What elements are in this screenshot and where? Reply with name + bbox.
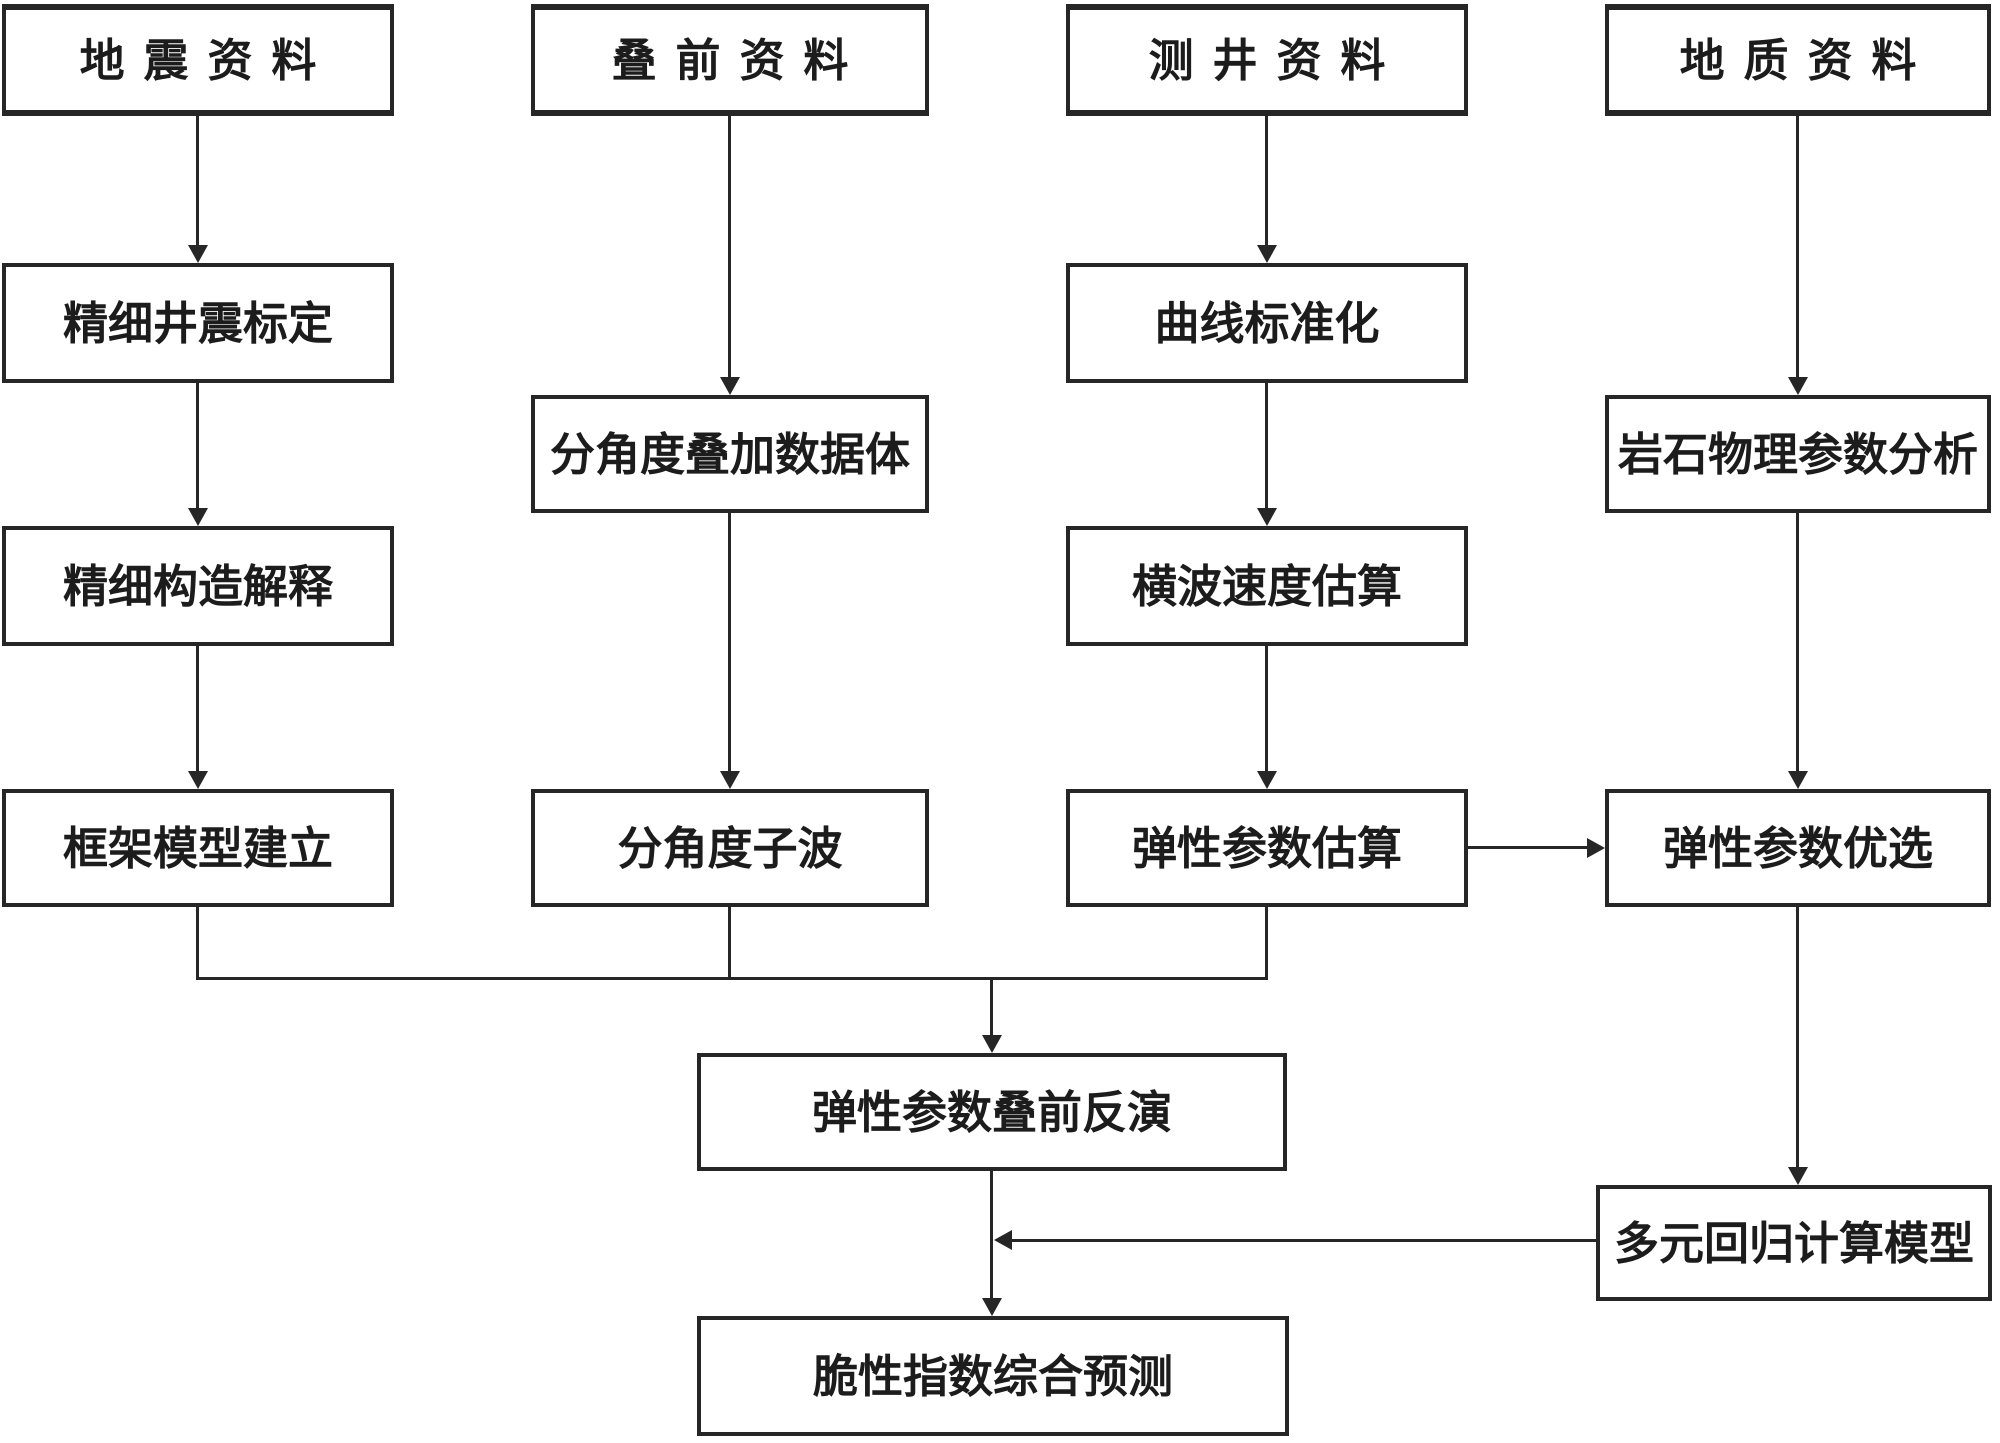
node-brittleness-index-prediction: 脆性指数综合预测 — [697, 1316, 1289, 1436]
node-fine-structure-interpretation: 精细构造解释 — [2, 526, 394, 646]
arrow-head — [982, 1298, 1002, 1316]
connector-line — [196, 116, 199, 246]
connector-line — [728, 513, 731, 772]
node-prestack-data: 叠前资料 — [531, 4, 929, 116]
node-seismic-data: 地震资料 — [2, 4, 394, 116]
connector-line — [196, 907, 199, 980]
arrow-head — [994, 1230, 1012, 1250]
arrow-head — [1257, 508, 1277, 526]
arrow-head — [1257, 245, 1277, 263]
arrow-head — [1788, 1167, 1808, 1185]
connector-line — [1796, 116, 1799, 378]
node-framework-model-building: 框架模型建立 — [2, 789, 394, 907]
connector-line — [728, 116, 731, 378]
arrow-head — [1257, 771, 1277, 789]
arrow-head — [188, 771, 208, 789]
node-rock-physics-analysis: 岩石物理参数分析 — [1605, 395, 1991, 513]
connector-line — [990, 1171, 993, 1299]
node-prestack-elastic-inversion: 弹性参数叠前反演 — [697, 1053, 1287, 1171]
arrow-head — [188, 508, 208, 526]
arrow-head — [720, 377, 740, 395]
node-curve-normalization: 曲线标准化 — [1066, 263, 1468, 383]
arrow-head — [1788, 377, 1808, 395]
arrow-head — [982, 1035, 1002, 1053]
connector-line — [196, 977, 1268, 980]
node-angle-wavelet: 分角度子波 — [531, 789, 929, 907]
arrow-head — [188, 245, 208, 263]
connector-line — [1796, 907, 1799, 1168]
connector-line — [1265, 646, 1268, 772]
node-multivariate-regression-model: 多元回归计算模型 — [1596, 1185, 1992, 1301]
connector-line — [990, 980, 993, 1036]
node-shear-velocity-estimation: 横波速度估算 — [1066, 526, 1468, 646]
connector-line — [196, 383, 199, 509]
node-geologic-data: 地质资料 — [1605, 4, 1991, 116]
connector-line — [1468, 846, 1587, 849]
connector-line — [1265, 383, 1268, 509]
node-fine-well-seismic-calibration: 精细井震标定 — [2, 263, 394, 383]
connector-line — [1796, 513, 1799, 772]
connector-line — [1265, 116, 1268, 246]
connector-line — [1012, 1239, 1596, 1242]
arrow-head — [1788, 771, 1808, 789]
node-angle-stack-volumes: 分角度叠加数据体 — [531, 395, 929, 513]
connector-line — [728, 907, 731, 980]
node-elastic-parameter-selection: 弹性参数优选 — [1605, 789, 1991, 907]
node-well-log-data: 测井资料 — [1066, 4, 1468, 116]
arrow-head — [1587, 838, 1605, 858]
arrow-head — [720, 771, 740, 789]
node-elastic-parameter-estimation: 弹性参数估算 — [1066, 789, 1468, 907]
connector-line — [1265, 907, 1268, 980]
connector-line — [196, 646, 199, 772]
